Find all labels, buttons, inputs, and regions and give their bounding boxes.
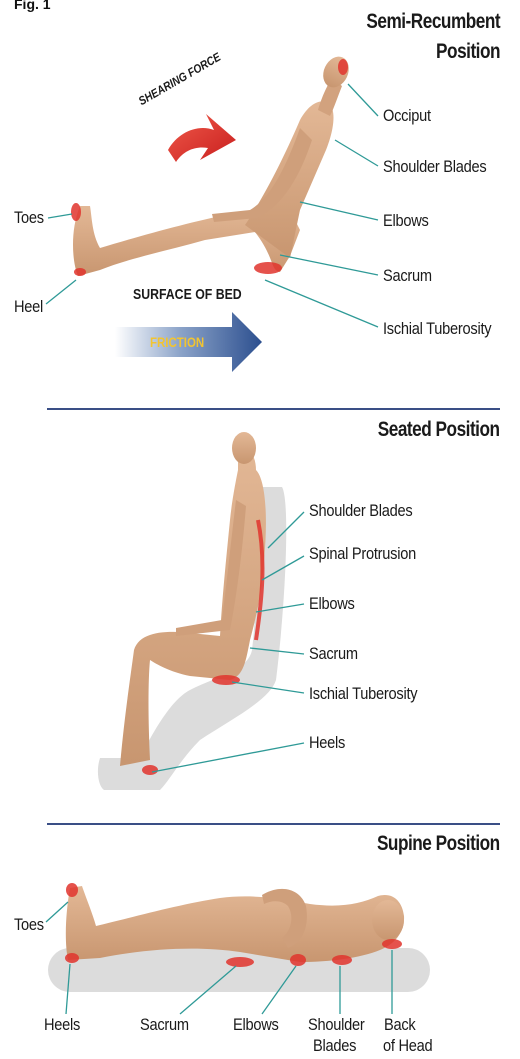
semi-recumbent-figure	[71, 52, 354, 276]
label-heel: Heel	[14, 297, 43, 317]
friction-label: FRICTION	[150, 334, 204, 350]
supine-figure	[48, 883, 430, 992]
surface-of-bed-label: SURFACE OF BED	[133, 286, 242, 303]
label-sacrum: Sacrum	[383, 266, 432, 286]
label-supine-shoulder-line2: Blades	[313, 1036, 356, 1056]
label-supine-sacrum: Sacrum	[140, 1015, 189, 1035]
label-ischial-tuberosity: Ischial Tuberosity	[383, 319, 491, 339]
label-supine-shoulder-line1: Shoulder	[308, 1015, 364, 1035]
label-shoulder-blades: Shoulder Blades	[383, 157, 486, 177]
label-back-of-head-line2: of Head	[383, 1036, 432, 1056]
seated-figure	[98, 432, 286, 790]
label-supine-toes: Toes	[14, 915, 44, 935]
label-seated-sacrum: Sacrum	[309, 644, 358, 664]
label-seated-heels: Heels	[309, 733, 345, 753]
label-elbows: Elbows	[383, 211, 429, 231]
label-supine-heels: Heels	[44, 1015, 80, 1035]
shearing-force-arrow	[168, 114, 236, 162]
section-divider	[47, 823, 500, 825]
label-back-of-head-line1: Back	[384, 1015, 415, 1035]
semi-recumbent-title-line1: Semi-Recumbent	[366, 10, 500, 34]
semi-recumbent-title-line2: Position	[436, 40, 500, 64]
section-divider	[47, 408, 500, 410]
label-spinal-protrusion: Spinal Protrusion	[309, 544, 416, 564]
label-seated-elbows: Elbows	[309, 594, 355, 614]
label-seated-ischial-tuberosity: Ischial Tuberosity	[309, 684, 417, 704]
label-seated-shoulder-blades: Shoulder Blades	[309, 501, 412, 521]
supine-title: Supine Position	[377, 832, 500, 856]
label-supine-elbows: Elbows	[233, 1015, 279, 1035]
label-occiput: Occiput	[383, 106, 431, 126]
label-toes: Toes	[14, 208, 44, 228]
seated-title: Seated Position	[378, 418, 500, 442]
